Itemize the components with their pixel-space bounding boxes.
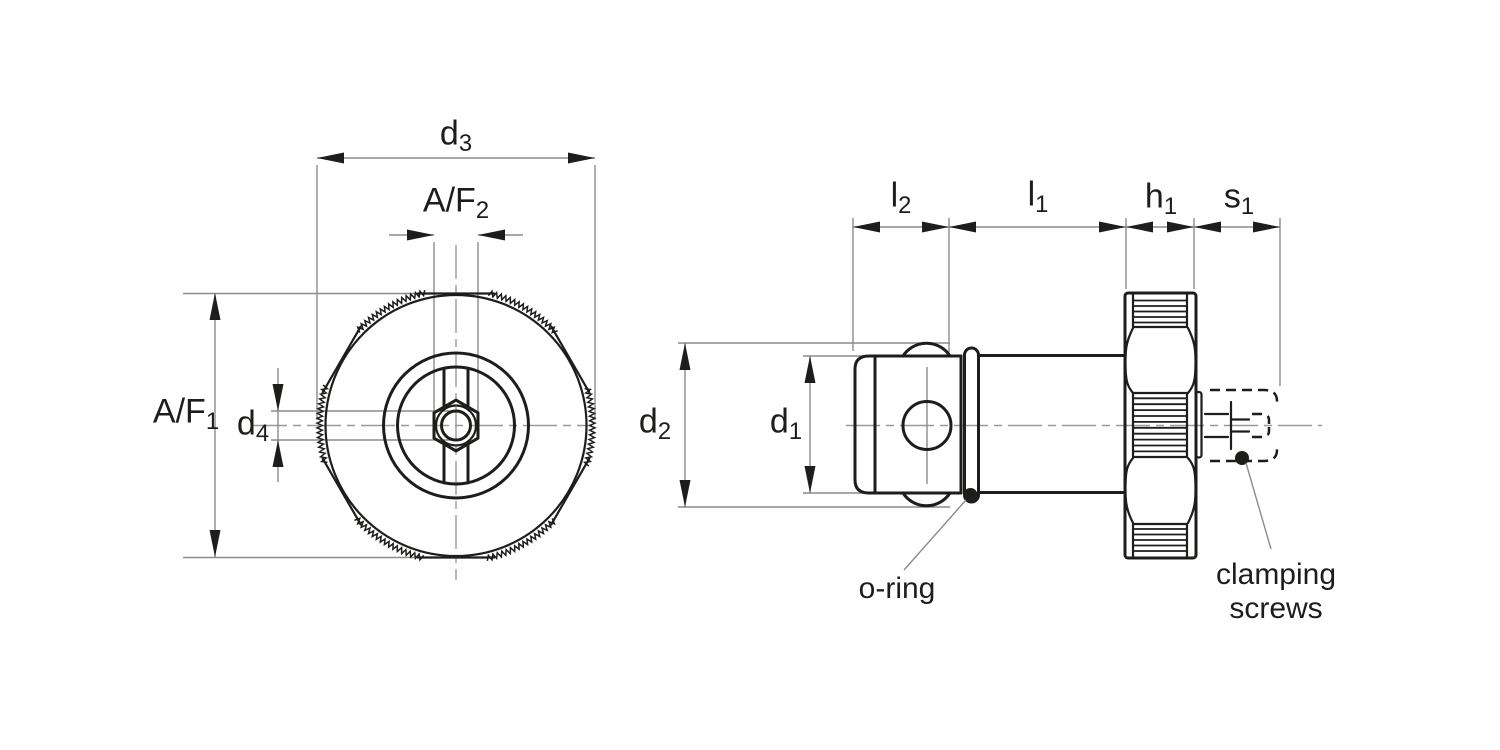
clamping-screws-label-line2: screws bbox=[1229, 592, 1323, 625]
dim-label-s1: s1 bbox=[1224, 179, 1254, 218]
detent-ball-top bbox=[901, 341, 952, 358]
clamping-screws-leader-dot bbox=[1235, 451, 1249, 465]
screw-slot bbox=[442, 366, 470, 485]
dim-label-d2-sub: 2 bbox=[657, 417, 672, 445]
dim-label-l1-sub: 1 bbox=[1035, 190, 1049, 218]
dim-label-h1-sub: 1 bbox=[1163, 192, 1178, 220]
knurl-band-top bbox=[1134, 299, 1187, 324]
o-ring-leader-line bbox=[903, 499, 967, 571]
dim-label-d4: d4 bbox=[237, 406, 269, 445]
body-outline bbox=[853, 354, 963, 495]
clamping-screws-label-line1: clamping bbox=[1215, 558, 1337, 591]
dim-label-l2: l2 bbox=[891, 178, 912, 217]
dim-label-d4-base: d bbox=[236, 404, 256, 443]
dim-label-d3-base: d bbox=[439, 114, 459, 153]
dim-label-af2-base: A/F bbox=[422, 181, 476, 220]
counterbore-circle bbox=[396, 365, 516, 486]
dim-d1 bbox=[803, 355, 871, 494]
dim-label-d4-sub: 4 bbox=[255, 419, 270, 447]
bore-circle bbox=[440, 409, 472, 442]
knob-outer-circle bbox=[324, 293, 588, 558]
chamfer-circle bbox=[434, 404, 478, 447]
dim-label-l1-base: l bbox=[1027, 175, 1036, 214]
dim-label-h1-base: h bbox=[1144, 177, 1164, 216]
dim-label-l2-base: l bbox=[890, 176, 899, 215]
knob-band-edges bbox=[1131, 292, 1189, 559]
clamping-screws-leader-line bbox=[1245, 462, 1272, 550]
dim-row-top bbox=[852, 218, 1281, 386]
dim-label-h1: h1 bbox=[1145, 179, 1177, 218]
o-ring-leader-dot bbox=[963, 488, 978, 502]
dim-label-af1-base: A/F bbox=[152, 392, 206, 431]
front-view bbox=[183, 152, 597, 580]
knurl-band-bottom bbox=[1134, 528, 1187, 552]
knurl-ring bbox=[315, 289, 597, 562]
cross-hole bbox=[901, 400, 953, 451]
dim-d4 bbox=[271, 368, 450, 482]
clamping-screws bbox=[1203, 388, 1279, 550]
dim-label-d1: d1 bbox=[770, 404, 802, 443]
dim-label-s1-sub: 1 bbox=[1240, 192, 1255, 220]
hex-flats bbox=[321, 292, 591, 559]
o-ring bbox=[963, 346, 980, 504]
dim-label-af2: A/F2 bbox=[423, 183, 489, 222]
dim-label-d1-sub: 1 bbox=[788, 417, 803, 445]
dim-label-af1-sub: 1 bbox=[205, 407, 220, 435]
knob-boss bbox=[1194, 390, 1203, 459]
knob-lobes bbox=[1124, 326, 1197, 525]
hex-socket bbox=[432, 398, 480, 453]
dim-label-d2: d2 bbox=[639, 404, 671, 443]
side-view bbox=[678, 218, 1322, 571]
knob-face-circle bbox=[382, 351, 530, 500]
dim-af1 bbox=[183, 292, 440, 559]
knurl-band-middle bbox=[1134, 397, 1187, 453]
dim-label-s1-base: s bbox=[1223, 177, 1241, 216]
dim-label-af1: A/F1 bbox=[153, 394, 219, 433]
dim-d2 bbox=[678, 342, 950, 508]
dim-label-d1-base: d bbox=[769, 402, 789, 441]
detent-ball-bottom bbox=[901, 491, 952, 508]
dim-label-d3: d3 bbox=[440, 116, 472, 155]
dim-label-l2-sub: 2 bbox=[898, 191, 912, 219]
dim-d3 bbox=[316, 152, 596, 420]
dim-label-l1: l1 bbox=[1028, 177, 1049, 216]
dim-label-d2-base: d bbox=[638, 402, 658, 441]
dim-label-af2-sub: 2 bbox=[475, 196, 490, 224]
dim-label-d3-sub: 3 bbox=[458, 129, 473, 157]
knob-side-view bbox=[1123, 291, 1203, 560]
clamping-screws-label: clamping screws bbox=[1216, 558, 1336, 626]
o-ring-label: o-ring bbox=[858, 572, 936, 605]
clamping-screw-profiles bbox=[1203, 400, 1251, 451]
shaft bbox=[977, 354, 1127, 494]
dim-af2 bbox=[389, 229, 523, 414]
